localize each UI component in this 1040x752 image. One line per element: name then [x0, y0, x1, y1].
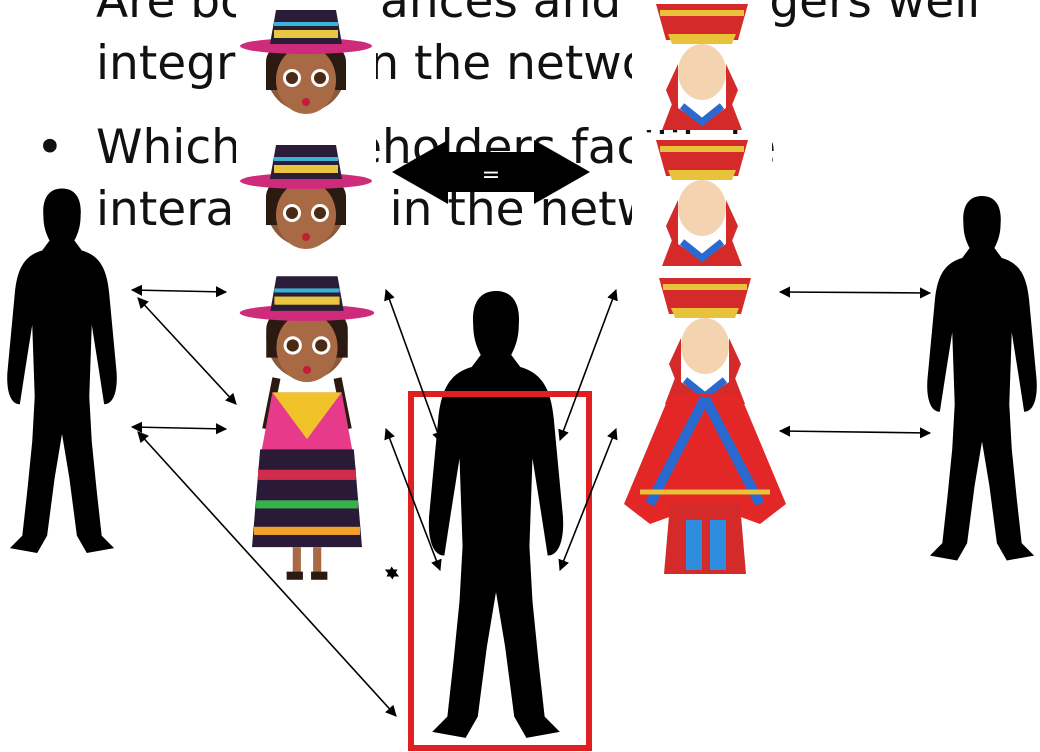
arrow-left-top-to-woman: [130, 284, 228, 298]
right-silhouette: [927, 195, 1037, 561]
equals-label: =: [482, 163, 500, 188]
arrow-left-to-center-bottom: [137, 431, 397, 717]
bullet-glyph: •: [36, 120, 64, 175]
arrow-woman-to-center-low: [384, 566, 400, 580]
arrow-center-to-man-mid: [558, 427, 618, 572]
equals-double-arrow: [392, 140, 590, 204]
center-silhouette: [428, 291, 564, 738]
arrow-woman-to-center-top: [384, 288, 443, 444]
arrow-left-mid-to-woman: [130, 421, 228, 435]
man-figure-3: [624, 278, 786, 574]
woman-figure-3: [240, 276, 374, 580]
arrow-center-to-man-top: [558, 288, 618, 442]
question-line-2: integrated in the network?: [96, 36, 722, 91]
arrow-woman-to-center-mid: [384, 427, 442, 572]
arrow-left-to-woman-diagonal: [137, 297, 237, 405]
left-silhouette: [7, 188, 117, 554]
arrow-man-to-right-top: [778, 286, 932, 299]
arrow-man-to-right-mid: [778, 425, 932, 439]
